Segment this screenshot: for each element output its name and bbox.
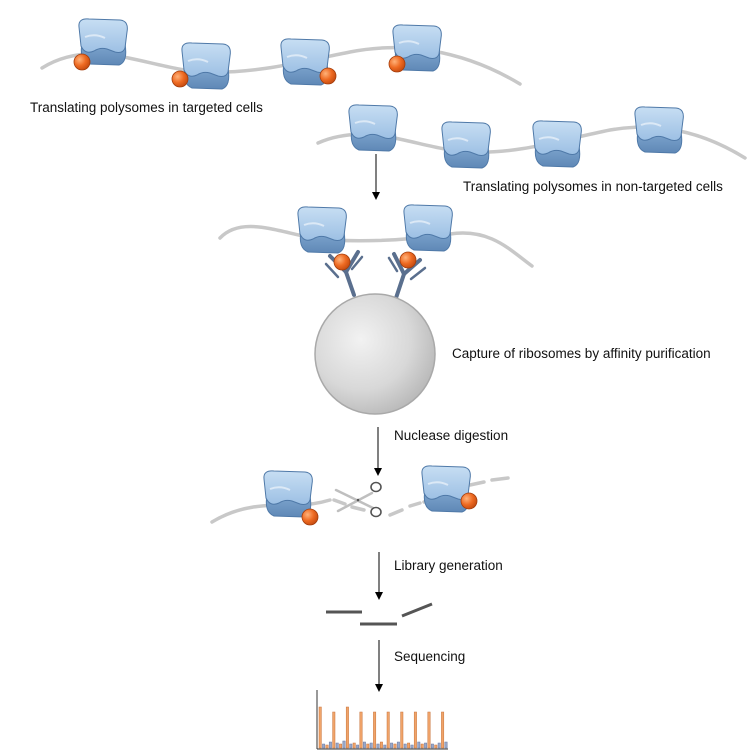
histogram-bar	[345, 706, 349, 749]
histogram-bar	[396, 741, 400, 749]
histogram-bar	[322, 743, 326, 749]
histogram-bar	[386, 711, 390, 749]
histogram-bar	[328, 741, 332, 749]
histogram-bar	[376, 743, 380, 749]
histogram-bar	[339, 743, 343, 749]
histogram-bar	[383, 744, 387, 749]
histogram-bar	[352, 742, 356, 749]
histogram-bar	[359, 711, 363, 749]
histogram-bar	[332, 711, 336, 749]
ribosome-icon	[633, 105, 685, 154]
label-library-step: Library generation	[394, 558, 503, 573]
bead-icon	[314, 293, 436, 415]
label-capture-step: Capture of ribosomes by affinity purific…	[452, 346, 711, 361]
non-targeted-polysome	[316, 103, 747, 169]
label-sequencing-step: Sequencing	[394, 649, 466, 664]
histogram-bar	[400, 711, 404, 749]
histogram-bar	[424, 742, 428, 749]
label-non-targeted-cells: Translating polysomes in non-targeted ce…	[463, 179, 723, 194]
ribosome-icon	[347, 103, 399, 152]
read-fragment	[401, 602, 433, 618]
digested-mrna	[332, 498, 366, 512]
histogram-bar	[427, 711, 431, 749]
affinity-tag-icon	[388, 55, 406, 73]
histogram-bar	[379, 741, 383, 749]
histogram-bar	[441, 711, 445, 749]
ribosome-icon	[262, 469, 314, 518]
histogram-bar	[335, 742, 339, 749]
histogram-bar	[430, 743, 434, 749]
histogram-bar	[318, 706, 322, 749]
affinity-tag-icon	[399, 251, 417, 269]
ribosome-icon	[531, 119, 583, 168]
targeted-polysome	[40, 17, 522, 90]
label-targeted-cells: Translating polysomes in targeted cells	[30, 100, 263, 115]
histogram-bars	[318, 706, 448, 749]
ribosome-icon	[180, 41, 232, 90]
histogram-bar	[325, 744, 329, 749]
histogram-bar	[373, 711, 377, 749]
ribosome-icon	[296, 205, 348, 254]
histogram-bar	[390, 742, 394, 749]
scissors-icon	[334, 481, 382, 518]
label-nuclease-step: Nuclease digestion	[394, 428, 509, 443]
histogram-bar	[349, 743, 353, 749]
histogram-bar	[437, 742, 441, 749]
affinity-tag-icon	[460, 492, 478, 510]
affinity-tag-icon	[73, 53, 91, 71]
affinity-tag-icon	[333, 253, 351, 271]
histogram-bar	[356, 744, 360, 749]
library-fragments	[326, 602, 433, 626]
ribosome-icon	[402, 203, 454, 252]
histogram-bar	[434, 744, 438, 749]
sequencing-histogram	[316, 690, 448, 750]
mrna-strand	[218, 224, 534, 268]
affinity-tag-icon	[171, 70, 189, 88]
histogram-bar	[362, 741, 366, 749]
affinity-tag-icon	[319, 67, 337, 85]
histogram-bar	[410, 744, 414, 749]
digested-complex	[210, 464, 510, 526]
antibody-icon	[387, 252, 427, 300]
histogram-bar	[417, 741, 421, 749]
digested-mrna	[388, 476, 510, 517]
histogram-bar	[413, 711, 417, 749]
histogram-bar	[444, 741, 448, 749]
histogram-bar	[366, 743, 370, 749]
histogram-bar	[407, 742, 411, 749]
histogram-bar	[393, 743, 397, 749]
histogram-bar	[403, 743, 407, 749]
affinity-tag-icon	[301, 508, 319, 526]
capture-complex	[218, 203, 534, 415]
ribosome-icon	[440, 120, 492, 169]
histogram-bar	[342, 740, 346, 749]
histogram-bar	[369, 742, 373, 749]
histogram-bar	[420, 743, 424, 749]
